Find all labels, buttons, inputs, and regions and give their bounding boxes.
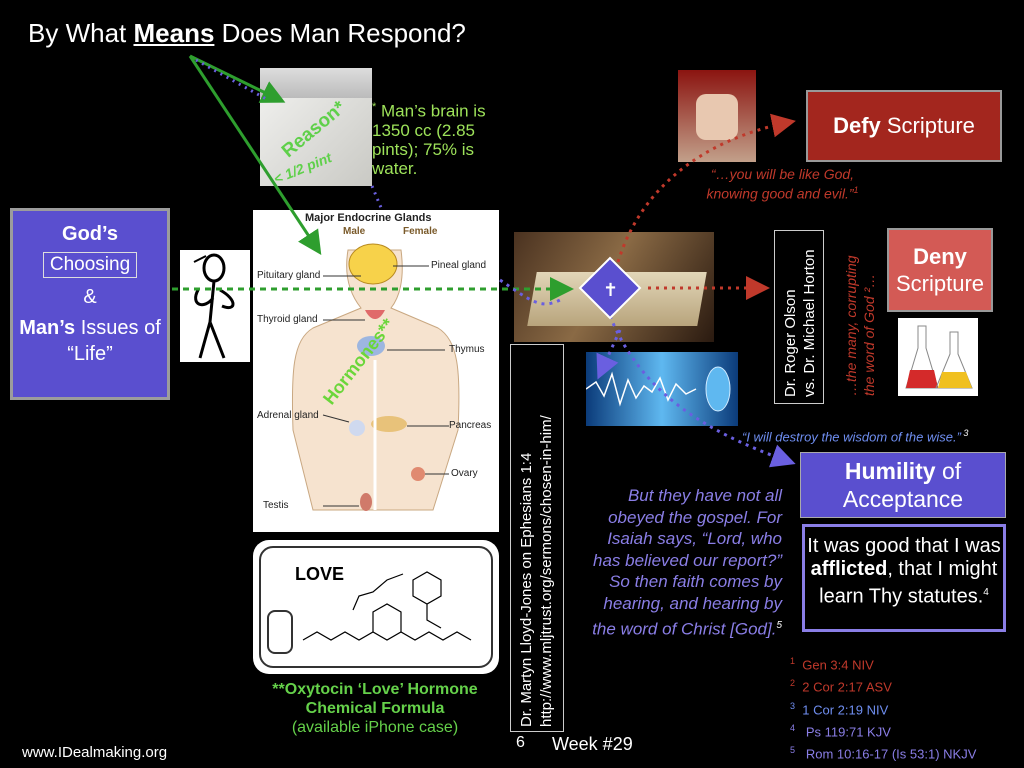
reference-item: 2 2 Cor 2:17 ASV: [790, 678, 892, 695]
gland-label: Testis: [263, 500, 289, 511]
choosing-label: Choosing: [42, 252, 138, 278]
gland-label: Thymus: [449, 344, 485, 355]
isaiah-quote: But they have not all obeyed the gospel.…: [592, 486, 782, 639]
gland-label: Adrenal gland: [257, 410, 319, 421]
raised-fist-image: [678, 70, 756, 162]
male-label: Male: [343, 226, 366, 237]
gland-label: Pineal gland: [431, 260, 487, 271]
reason-arrow: [189, 54, 286, 103]
female-label: Female: [403, 226, 438, 237]
oxytocin-subtitle: Chemical Formula: [305, 700, 445, 717]
humility-arrow: [499, 278, 790, 462]
mans-issues-label: Man’s Issues of “Life”: [19, 317, 161, 365]
love-word: LOVE: [295, 564, 345, 584]
references-list: 1 Gen 3:4 NIV 2 2 Cor 2:17 ASV 3 1 Cor 2…: [790, 652, 976, 764]
glands-title: Major Endocrine Glands: [305, 212, 432, 224]
gland-label: Pituitary gland: [257, 270, 321, 281]
endocrine-glands-diagram: Major Endocrine Glands Male Female Pitui…: [253, 210, 499, 532]
genesis-quote: “…you will be like God, knowing good and…: [706, 166, 859, 202]
gods-choosing-box: God’s Choosing & Man’s Issues of “Life”: [10, 208, 170, 400]
reference-item: 1 Gen 3:4 NIV: [790, 656, 874, 673]
oxytocin-title: **Oxytocin ‘Love’ Hormone: [272, 681, 478, 698]
defy-arrow: [616, 113, 796, 263]
oxytocin-note: (available iPhone case): [291, 719, 459, 736]
gland-label: Pancreas: [449, 420, 492, 431]
hormone-arrow: [188, 55, 322, 256]
page-number: 6: [516, 734, 525, 751]
brain-volume-note: * Man’s brain is 1350 cc (2.85 pints); 7…: [372, 101, 486, 178]
slide-title: By What Means Does Man Respond?: [28, 18, 466, 48]
week-label: Week #29: [552, 734, 633, 754]
humility-of-acceptance-box: Humility of Acceptance: [800, 452, 1006, 518]
thinking-figure-image: [180, 250, 250, 362]
olson-horton-box: Dr. Roger Olson vs. Dr. Michael Horton: [774, 230, 824, 404]
reference-item: 5 Rom 10:16-17 (Is 53:1) NKJV: [790, 745, 977, 762]
defy-scripture-box: Defy Scripture: [806, 90, 1002, 162]
reference-item: 4 Ps 119:71 KJV: [790, 722, 891, 740]
ampersand: &: [83, 286, 97, 308]
gland-label: Thyroid gland: [257, 314, 318, 325]
afflicted-verse-box: It was good that I was afflicted, that I…: [802, 524, 1006, 632]
svg-text:✝: ✝: [603, 280, 618, 301]
website-footer: www.IDealmaking.org: [22, 744, 168, 761]
lloyd-jones-reference-box: Dr. Martyn Lloyd-Jones on Ephesians 1:4 …: [510, 344, 564, 732]
oxytocin-phone-case-image: LOVE: [253, 540, 499, 674]
oxytocin-caption: **Oxytocin ‘Love’ Hormone Chemical Formu…: [230, 680, 520, 737]
cross-diamond-icon: [578, 256, 642, 320]
reference-item: 3 1 Cor 2:19 NIV: [790, 700, 889, 717]
lab-flasks-image: [898, 318, 978, 396]
gland-label: Ovary: [451, 468, 478, 479]
gods-label: God’s: [62, 223, 118, 245]
